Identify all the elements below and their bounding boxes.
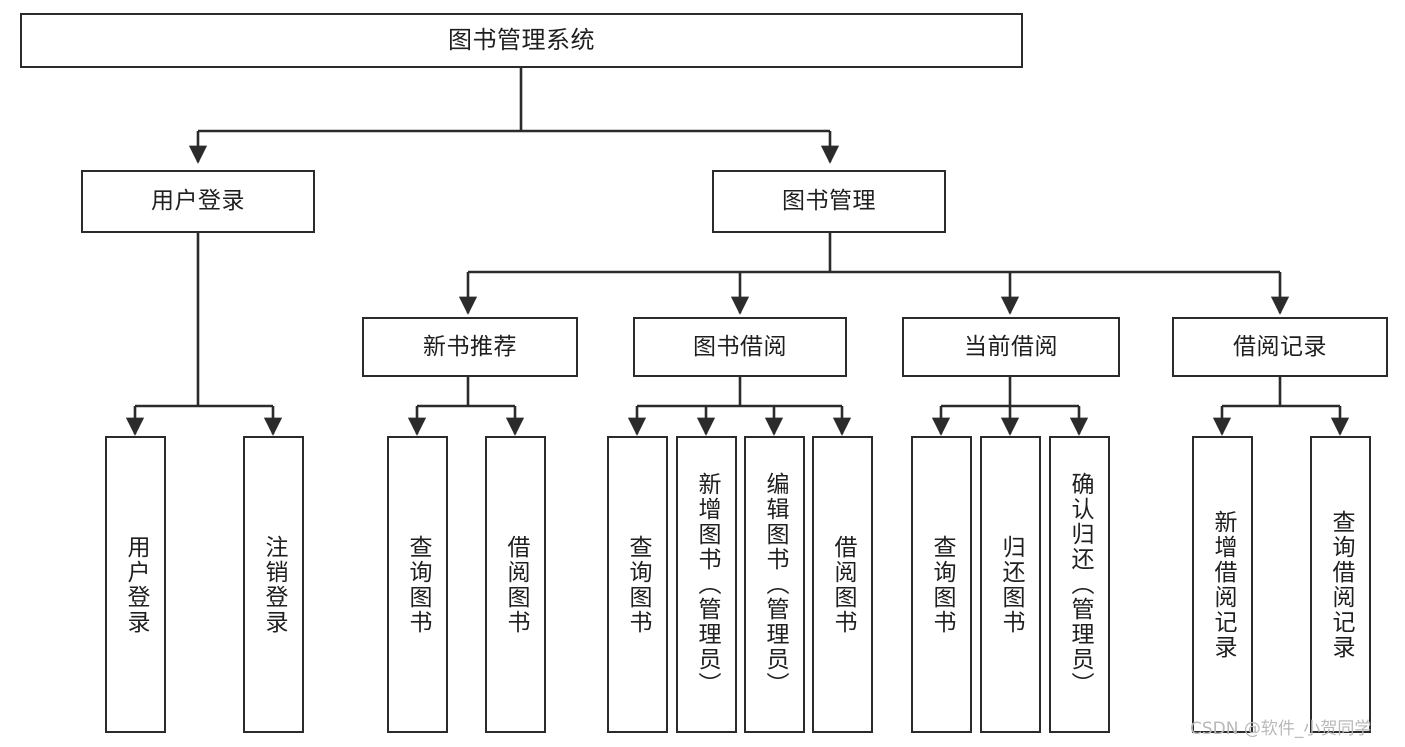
node-label: 新增图书（管理员） — [694, 472, 720, 697]
csdn-watermark: CSDN @软件_小贺同学 — [1190, 719, 1372, 739]
leaf-query-book-new-recommendation[interactable]: 查询图书 — [387, 436, 448, 733]
leaf-query-book-borrow[interactable]: 查询图书 — [607, 436, 668, 733]
leaf-borrow-book-new-recommendation[interactable]: 借阅图书 — [485, 436, 546, 733]
node-new-book-recommendation[interactable]: 新书推荐 — [362, 317, 578, 377]
node-label: 确认归还（管理员） — [1067, 472, 1093, 697]
node-label: 查询借阅记录 — [1328, 509, 1354, 660]
node-book-management[interactable]: 图书管理 — [712, 170, 946, 233]
leaf-add-book-admin[interactable]: 新增图书（管理员） — [676, 436, 737, 733]
node-label: 归还图书 — [998, 534, 1024, 635]
node-root-book-management-system[interactable]: 图书管理系统 — [20, 13, 1023, 68]
node-label: 注销登录 — [261, 534, 287, 635]
node-current-borrow[interactable]: 当前借阅 — [902, 317, 1120, 377]
node-label: 图书管理系统 — [448, 25, 595, 54]
leaf-edit-book-admin[interactable]: 编辑图书（管理员） — [744, 436, 805, 733]
leaf-add-borrow-record[interactable]: 新增借阅记录 — [1192, 436, 1253, 733]
node-user-login[interactable]: 用户登录 — [81, 170, 315, 233]
leaf-user-login[interactable]: 用户登录 — [105, 436, 166, 733]
node-book-borrow[interactable]: 图书借阅 — [633, 317, 847, 377]
node-label: 当前借阅 — [964, 333, 1058, 360]
node-label: 用户登录 — [123, 534, 149, 635]
leaf-confirm-return-admin[interactable]: 确认归还（管理员） — [1049, 436, 1110, 733]
node-label: 借阅图书 — [830, 534, 856, 635]
node-label: 查询图书 — [929, 534, 955, 635]
node-label: 借阅记录 — [1233, 333, 1327, 360]
node-borrow-record[interactable]: 借阅记录 — [1172, 317, 1388, 377]
node-label: 新书推荐 — [423, 333, 517, 360]
leaf-logout-login[interactable]: 注销登录 — [243, 436, 304, 733]
node-label: 编辑图书（管理员） — [762, 472, 788, 697]
node-label: 查询图书 — [625, 534, 651, 635]
node-label: 用户登录 — [151, 188, 245, 215]
leaf-query-book-current-borrow[interactable]: 查询图书 — [911, 436, 972, 733]
leaf-borrow-book[interactable]: 借阅图书 — [812, 436, 873, 733]
node-label: 查询图书 — [405, 534, 431, 635]
node-label: 图书借阅 — [693, 333, 787, 360]
node-label: 借阅图书 — [503, 534, 529, 635]
node-label: 新增借阅记录 — [1210, 509, 1236, 660]
leaf-return-book[interactable]: 归还图书 — [980, 436, 1041, 733]
leaf-query-borrow-record[interactable]: 查询借阅记录 — [1310, 436, 1371, 733]
node-label: 图书管理 — [782, 188, 876, 215]
